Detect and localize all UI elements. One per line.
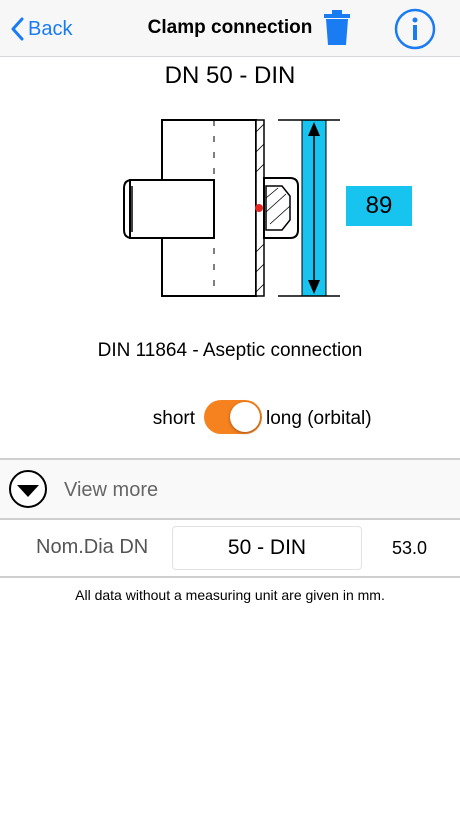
toggle-label-short: short: [152, 408, 195, 429]
connection-description: DIN 11864 - Aseptic connection: [97, 340, 363, 361]
back-label: Back: [28, 17, 73, 40]
nominal-diameter-select[interactable]: 50 - DIN: [172, 526, 362, 570]
dimension-value: 89: [346, 186, 412, 226]
toggle-label-long: long (orbital): [266, 408, 372, 429]
toggle-knob: [230, 402, 260, 432]
chevron-down-circle-icon: [9, 470, 47, 508]
param-row: Nom.Dia DN 50 - DIN 53.0: [0, 518, 460, 578]
trash-icon[interactable]: [323, 10, 351, 46]
info-icon[interactable]: [394, 8, 436, 50]
view-more-label: View more: [64, 479, 159, 501]
size-title: DN 50 - DIN: [164, 62, 296, 89]
param-label: Nom.Dia DN: [36, 536, 149, 558]
length-toggle-switch[interactable]: [204, 400, 262, 434]
page-title: Clamp connection: [147, 17, 313, 38]
seal-dot: [255, 204, 263, 212]
back-button[interactable]: Back: [10, 14, 72, 44]
view-more-row[interactable]: View more: [0, 458, 460, 520]
navigation-bar: Back Clamp connection: [0, 0, 460, 57]
length-toggle-row: short long (orbital): [0, 400, 460, 436]
footnote: All data without a measuring unit are gi…: [75, 587, 385, 603]
chevron-left-icon: [11, 17, 24, 41]
clamp-connection-drawing: [123, 119, 340, 297]
param-value: 53.0: [392, 538, 428, 558]
